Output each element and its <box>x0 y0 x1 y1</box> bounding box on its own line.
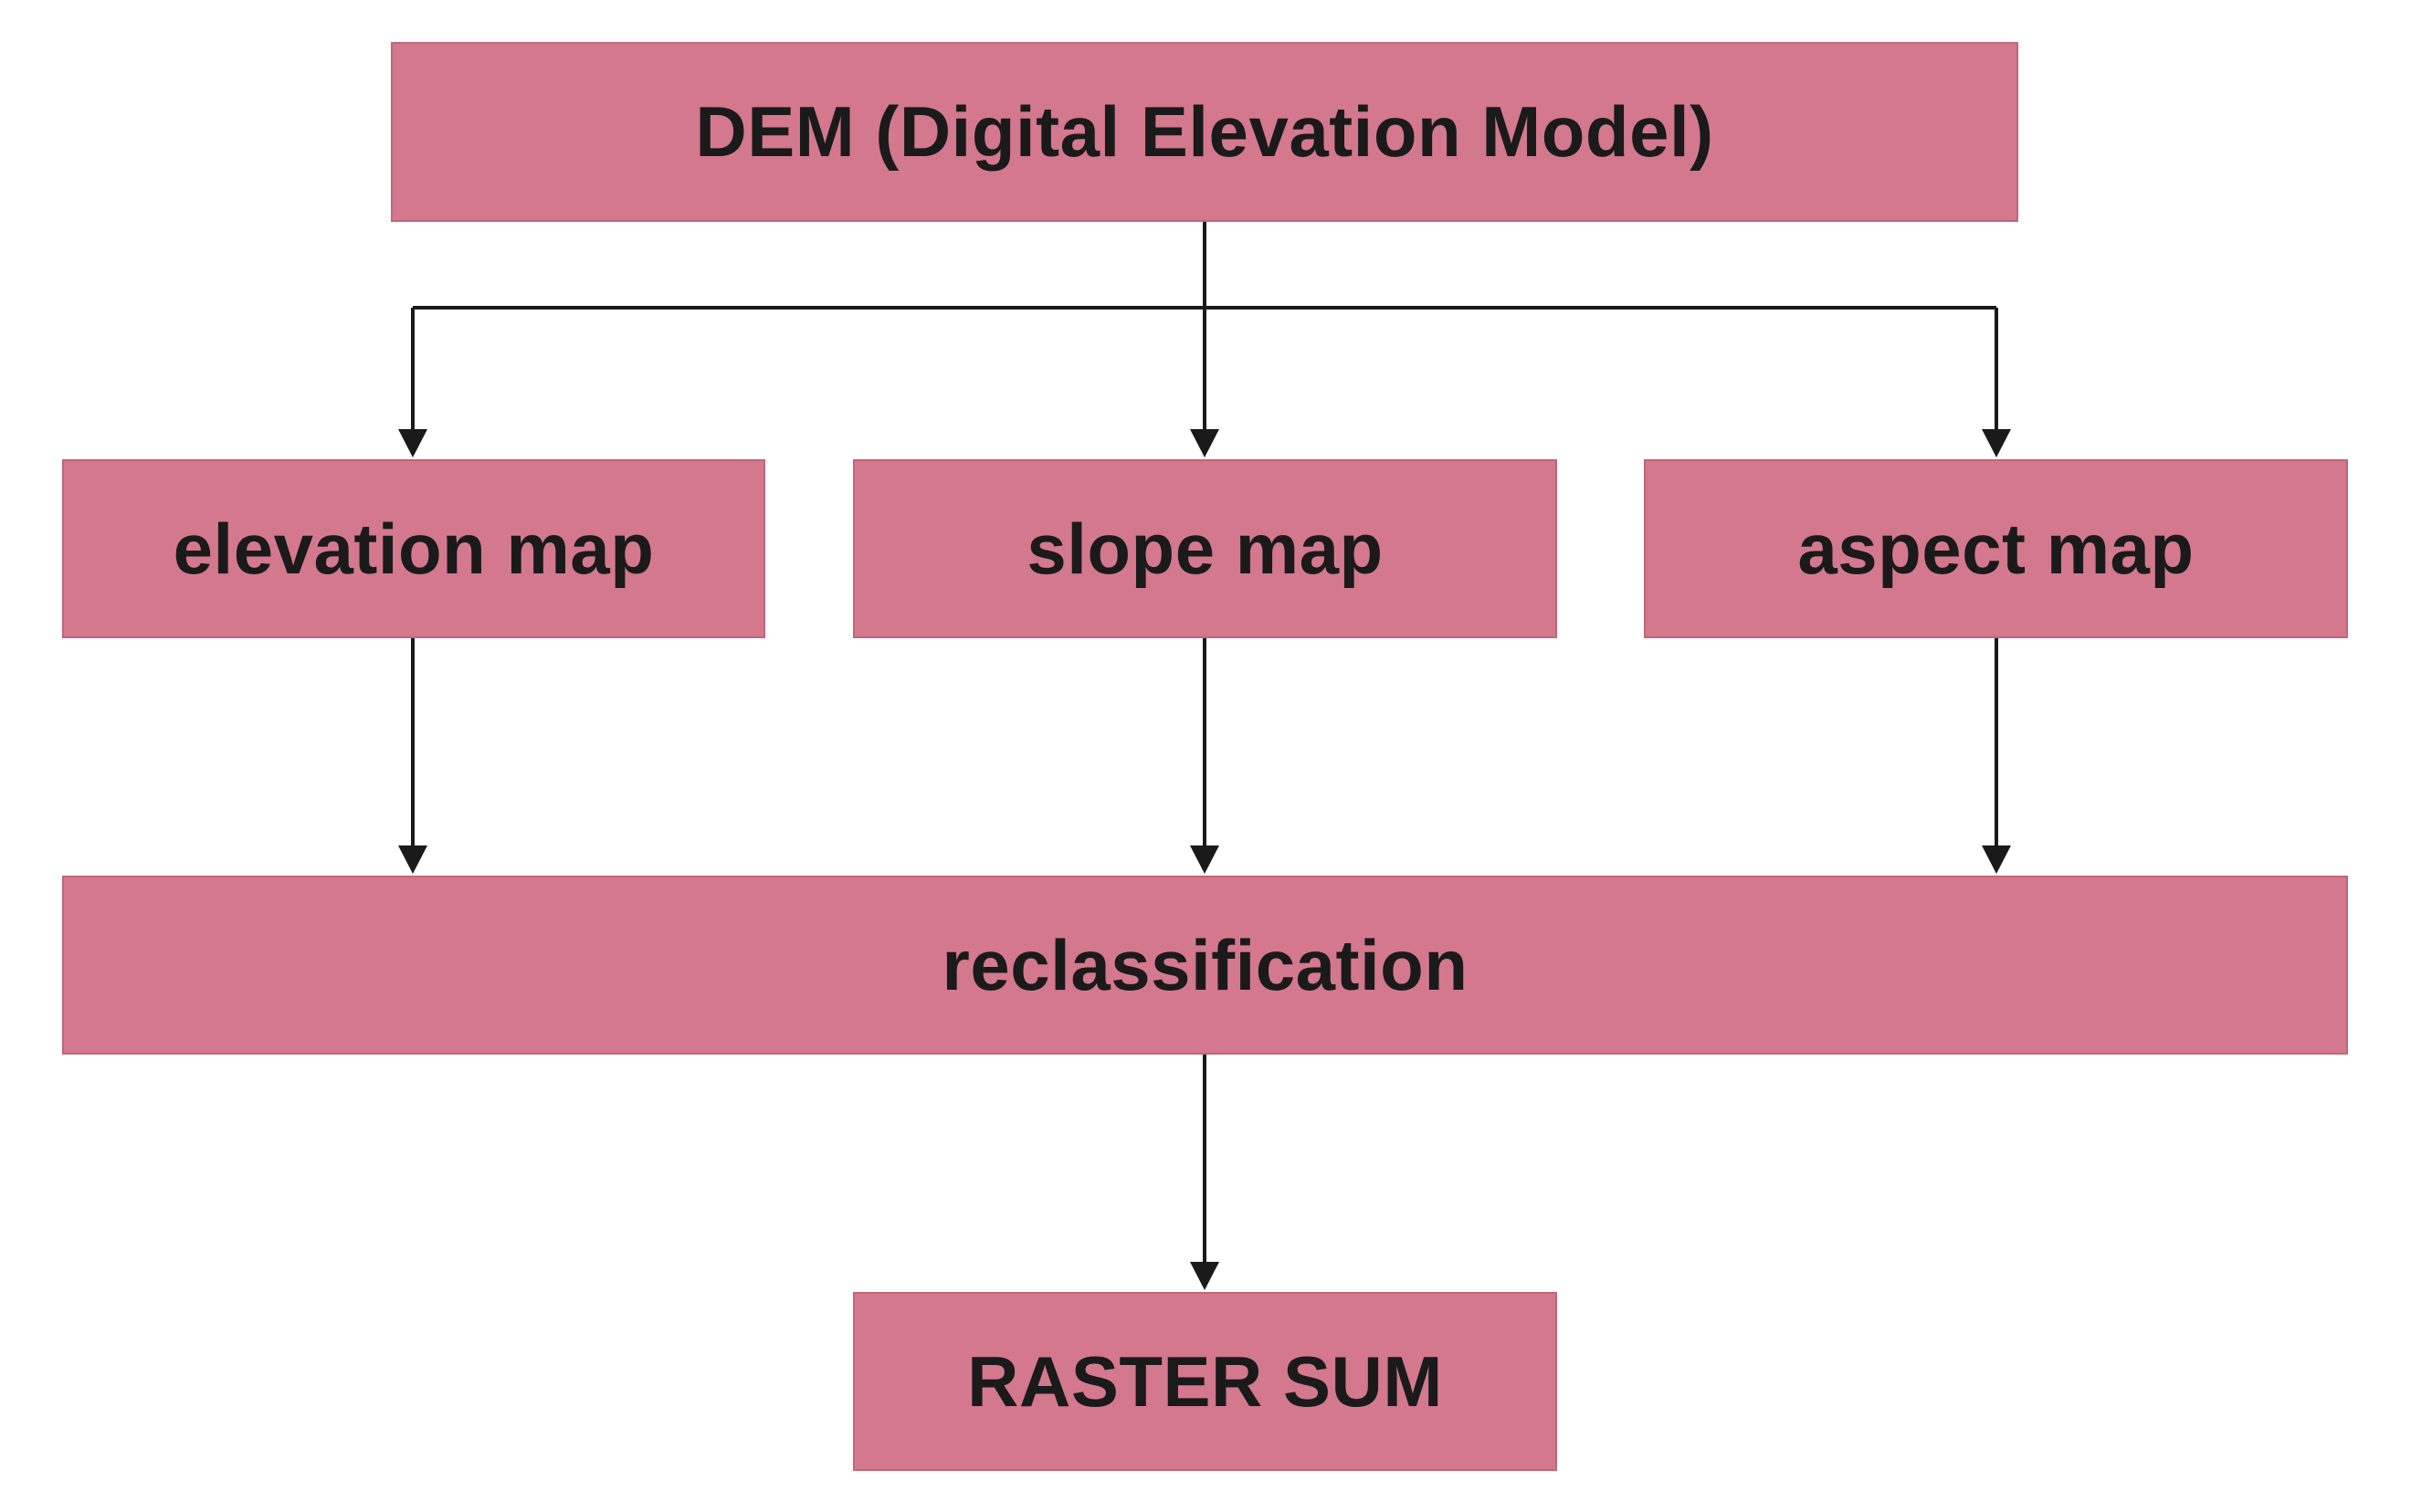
reclassification-node-label: reclassification <box>942 924 1469 1005</box>
arrow-elevation-to-reclassification <box>398 638 427 874</box>
slope-map-node: slope map <box>853 459 1557 638</box>
raster-sum-node-label: RASTER SUM <box>967 1340 1443 1422</box>
arrow-aspect-to-reclassification <box>1982 638 2011 874</box>
aspect-map-node: aspect map <box>1644 459 2348 638</box>
slope-map-node-label: slope map <box>1027 508 1384 589</box>
elevation-map-node-label: elevation map <box>173 508 655 589</box>
arrow-dem-to-aspect <box>1982 308 2011 457</box>
elevation-map-node: elevation map <box>62 459 765 638</box>
arrow-dem-to-elevation <box>398 308 427 457</box>
arrows-dem-to-maps <box>398 308 2011 457</box>
arrow-slope-to-reclassification <box>1190 638 1219 874</box>
dem-node: DEM (Digital Elevation Model) <box>391 42 2018 222</box>
arrow-dem-to-slope <box>1190 308 1219 457</box>
dem-node-label: DEM (Digital Elevation Model) <box>695 91 1714 172</box>
reclassification-node: reclassification <box>62 876 2348 1055</box>
arrows-maps-to-reclassification <box>398 638 2011 874</box>
arrow-reclassification-to-raster-sum <box>1190 1055 1219 1290</box>
raster-sum-node: RASTER SUM <box>853 1292 1557 1471</box>
aspect-map-node-label: aspect map <box>1797 508 2195 589</box>
